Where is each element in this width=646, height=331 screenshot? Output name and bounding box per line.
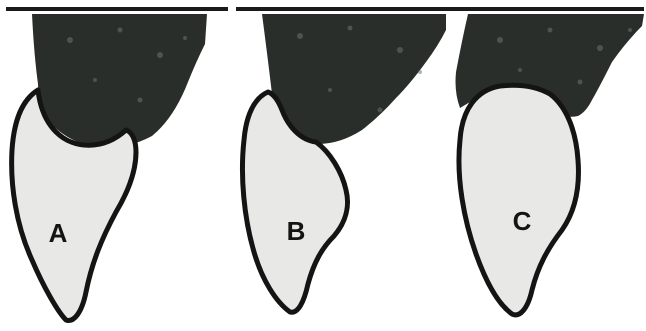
panel-a: A (12, 14, 207, 320)
shape-label-a: A (49, 218, 68, 248)
shape-label-c: C (513, 206, 532, 236)
shape-label-b: B (287, 216, 306, 246)
dark-mass-a (32, 14, 207, 148)
shape-c (459, 85, 579, 315)
panel-c: C (456, 14, 645, 315)
panel-b: B (242, 14, 446, 312)
